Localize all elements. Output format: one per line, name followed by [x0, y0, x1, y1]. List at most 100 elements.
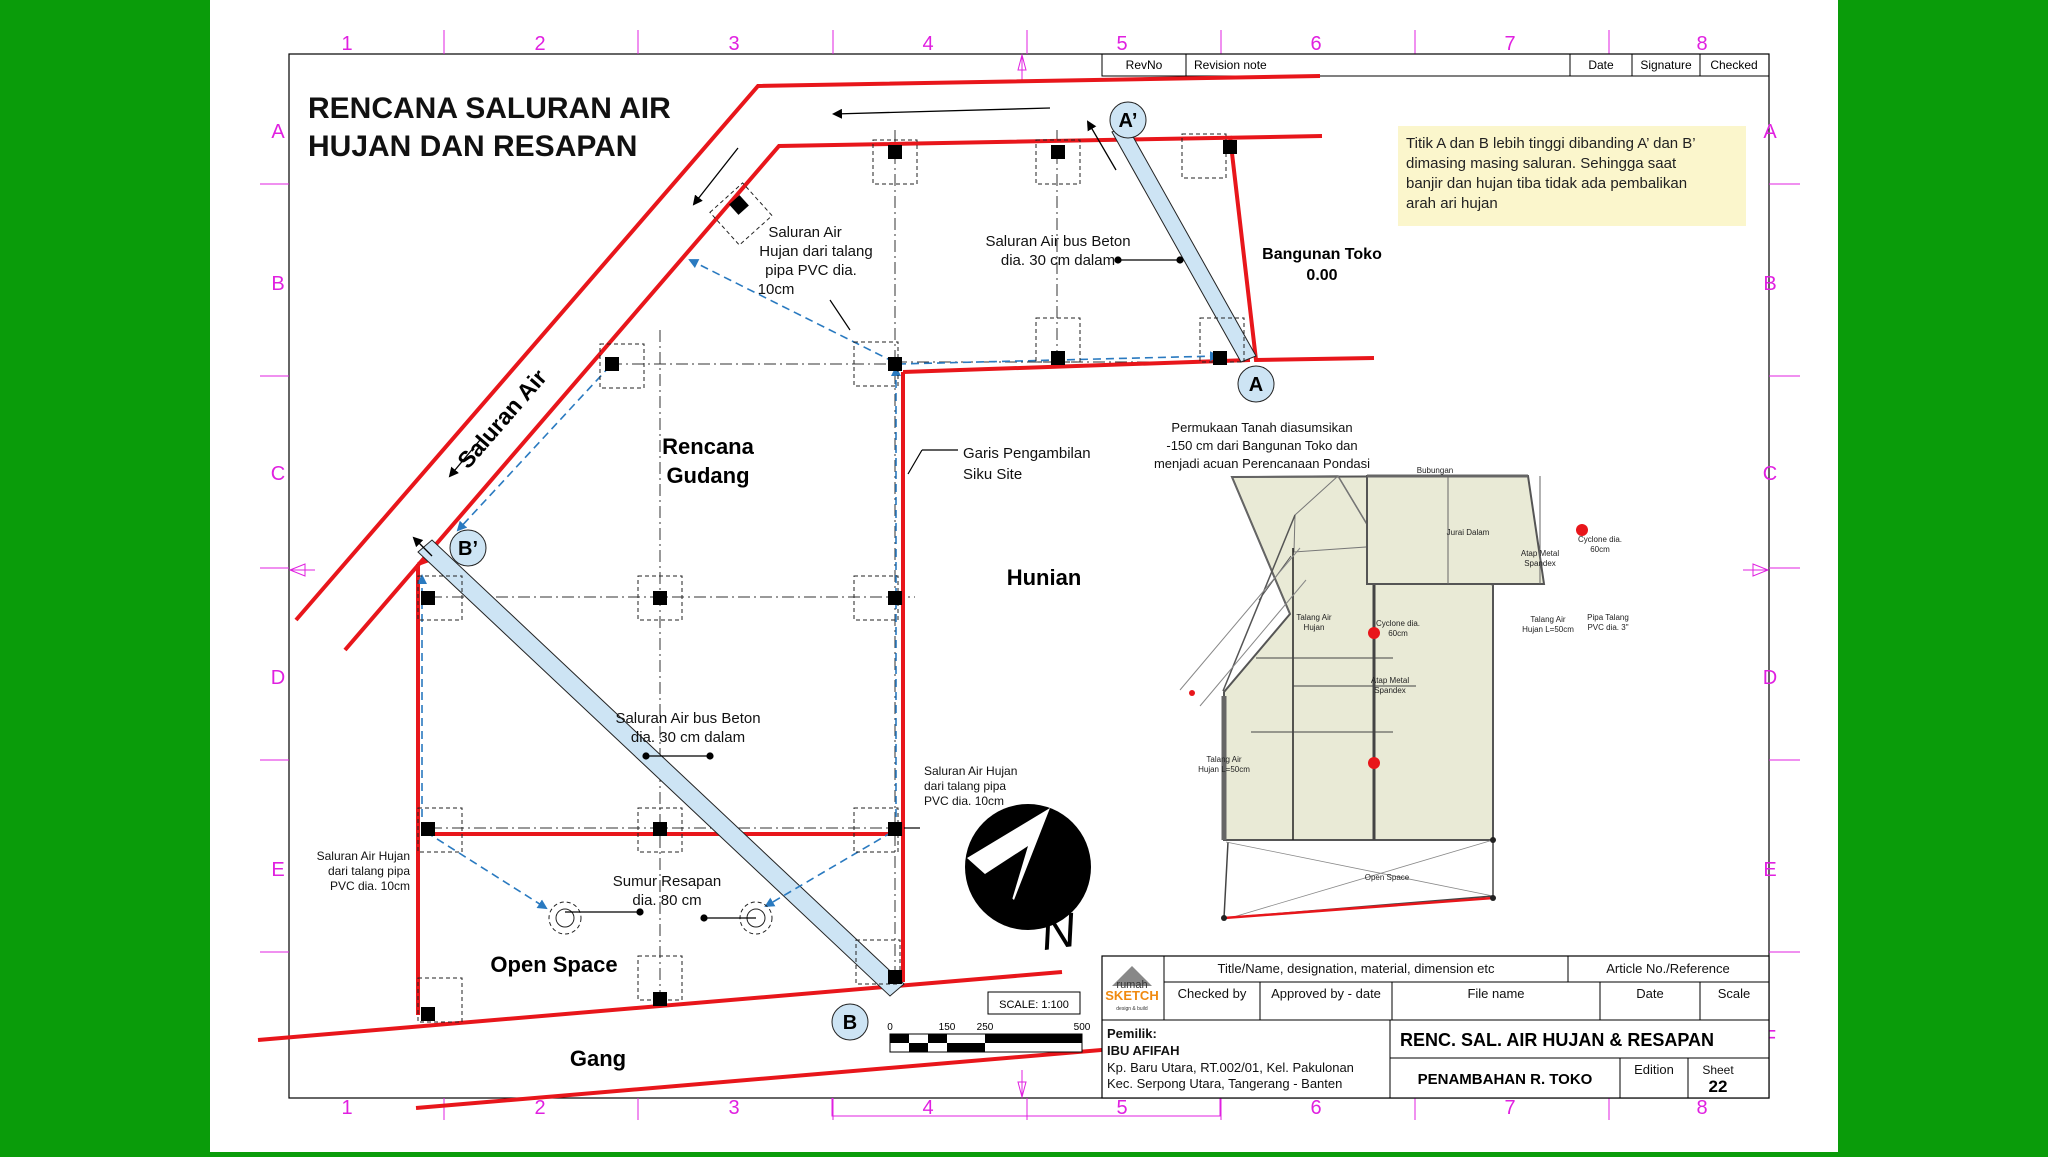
company-logo: rumah SKETCH design & build: [1105, 966, 1159, 1012]
roof-cyclone1-line2: 60cm: [1590, 545, 1610, 554]
point-b-prime: B’: [458, 538, 478, 560]
scale-tick-0: 0: [887, 1022, 893, 1033]
axis-lines: [430, 130, 1220, 1000]
pvc-right-line-3: PVC dia. 10cm: [924, 794, 1004, 808]
channel-flow-arrows: [412, 107, 1117, 557]
rev-date-header: Date: [1588, 58, 1614, 72]
gudang-label: Gudang: [666, 463, 749, 488]
signature-header: Signature: [1640, 58, 1692, 72]
grid-row-c: C: [271, 463, 285, 485]
pvc-right-line-2: dari talang pipa: [924, 779, 1006, 793]
grid-col-2: 2: [534, 33, 545, 55]
grid-row-c-right: C: [1763, 463, 1777, 485]
grid-col-3: 3: [728, 33, 739, 55]
point-a-prime: A’: [1119, 110, 1138, 132]
grid-col-8: 8: [1696, 33, 1707, 55]
pvc-top-line-3: pipa PVC dia.: [765, 262, 857, 279]
pvc-top-line-2: Hujan dari talang: [759, 243, 872, 260]
roof-talang-air-line2: Hujan: [1304, 623, 1325, 632]
checked-header: Checked: [1710, 58, 1757, 72]
tb-address-2: Kec. Serpong Utara, Tangerang - Banten: [1107, 1076, 1342, 1091]
grid-col-1: 1: [341, 33, 352, 55]
pvc-left-line-2: dari talang pipa: [328, 864, 410, 878]
roof-talang-top-line1: Talang Air: [1530, 615, 1565, 624]
drainage-channel: [294, 74, 1323, 652]
grid-col-7: 7: [1504, 33, 1515, 55]
grid-row-e: E: [271, 859, 284, 881]
grid-row-d-right: D: [1763, 667, 1777, 689]
logo-top: rumah: [1116, 979, 1147, 991]
north-label: N: [1037, 904, 1079, 961]
roof-pipa-line1: Pipa Talang: [1587, 613, 1629, 622]
grid-row-a: A: [271, 121, 285, 143]
permukaan-line-1: Permukaan Tanah diasumsikan: [1171, 420, 1352, 435]
grid-col-2-bottom: 2: [534, 1097, 545, 1119]
drawing-frame: [288, 53, 1770, 1099]
beton-mid-line-1: Saluran Air bus Beton: [615, 710, 760, 727]
scale-tick-500: 500: [1074, 1022, 1091, 1033]
sumur-line-1: Sumur Resapan: [613, 873, 721, 890]
grid-row-a-right: A: [1763, 121, 1777, 143]
pvc-top-line-4: 10cm: [758, 281, 795, 298]
beton-top-line-2: dia. 30 cm dalam: [1001, 252, 1115, 269]
roof-pipa-line2: PVC dia. 3": [1587, 623, 1628, 632]
site-plan-drawing: 1 2 3 4 5 6 7 8 1 2 3 4 5 6 7 8 A B C D …: [257, 30, 1800, 1120]
roof-open-space: Open Space: [1365, 873, 1410, 882]
tb-date: Date: [1636, 986, 1663, 1001]
roof-bubungan: Bubungan: [1417, 466, 1453, 475]
revno-header: RevNo: [1126, 58, 1163, 72]
roof-talang-top-line2: Hujan L=50cm: [1522, 625, 1574, 634]
scale-box-text: SCALE: 1:100: [999, 999, 1069, 1011]
tb-scale: Scale: [1718, 986, 1751, 1001]
point-b: B: [843, 1012, 857, 1034]
garis-line-1: Garis Pengambilan: [963, 445, 1091, 462]
north-arrow-icon: N: [965, 804, 1091, 961]
grid-row-e-right: E: [1763, 859, 1776, 881]
grid-col-6: 6: [1310, 33, 1321, 55]
garis-line-2: Siku Site: [963, 466, 1022, 483]
roof-plan: Bubungan Jurai Dalam Cyclone dia. 60cm A…: [1179, 466, 1629, 921]
grid-col-3-bottom: 3: [728, 1097, 739, 1119]
bangunan-toko-level: 0.00: [1306, 267, 1337, 284]
scale-tick-250: 250: [977, 1022, 994, 1033]
logo-sub: design & build: [1116, 1006, 1148, 1012]
tb-subtitle: PENAMBAHAN R. TOKO: [1418, 1071, 1593, 1088]
open-space-label: Open Space: [490, 952, 617, 977]
tb-article-header: Article No./Reference: [1606, 961, 1730, 976]
grid-col-5-bottom: 5: [1116, 1097, 1127, 1119]
roof-cyclone2-line1: Cyclone dia.: [1376, 619, 1420, 628]
grid-col-5: 5: [1116, 33, 1127, 55]
column-footings: [417, 133, 1245, 1023]
roof-talang-bottom-line1: Talang Air: [1206, 755, 1241, 764]
tb-owner-label: Pemilik:: [1107, 1026, 1157, 1041]
scale-tick-150: 150: [939, 1022, 956, 1033]
gang-label: Gang: [570, 1046, 626, 1071]
roof-cyclone2-line2: 60cm: [1388, 629, 1408, 638]
tb-title-header: Title/Name, designation, material, dimen…: [1218, 961, 1495, 976]
pvc-left-line-3: PVC dia. 10cm: [330, 879, 410, 893]
grid-col-8-bottom: 8: [1696, 1097, 1707, 1119]
grid-row-b: B: [271, 273, 284, 295]
beton-mid-line-2: dia. 30 cm dalam: [631, 729, 745, 746]
beton-top-line-1: Saluran Air bus Beton: [985, 233, 1130, 250]
grid-row-b-right: B: [1763, 273, 1776, 295]
grid-col-7-bottom: 7: [1504, 1097, 1515, 1119]
tb-file-name: File name: [1467, 986, 1524, 1001]
tb-sheet-label: Sheet: [1702, 1063, 1734, 1077]
design-note: Titik A dan B lebih tinggi dibanding A’ …: [1398, 126, 1746, 226]
grid-ticks: [260, 30, 1800, 1120]
grid-col-1-bottom: 1: [341, 1097, 352, 1119]
permukaan-line-3: menjadi acuan Perencanaan Pondasi: [1154, 456, 1370, 471]
note-line-2: dimasing masing saluran. Sehingga saat: [1406, 155, 1677, 172]
note-line-4: arah ari hujan: [1406, 195, 1498, 212]
roof-atap1-line1: Atap Metal: [1521, 549, 1559, 558]
pvc-left-line-1: Saluran Air Hujan: [317, 849, 410, 863]
grid-row-d: D: [271, 667, 285, 689]
note-line-3: banjir dan hujan tiba tidak ada pembalik…: [1406, 175, 1687, 192]
tb-owner-name: IBU AFIFAH: [1107, 1043, 1179, 1058]
grid-col-4-bottom: 4: [922, 1097, 933, 1119]
pvc-right-line-1: Saluran Air Hujan: [924, 764, 1017, 778]
grid-col-6-bottom: 6: [1310, 1097, 1321, 1119]
point-markers: A’ A B’ B: [449, 101, 1275, 1041]
tb-address-1: Kp. Baru Utara, RT.002/01, Kel. Pakulona…: [1107, 1060, 1354, 1075]
